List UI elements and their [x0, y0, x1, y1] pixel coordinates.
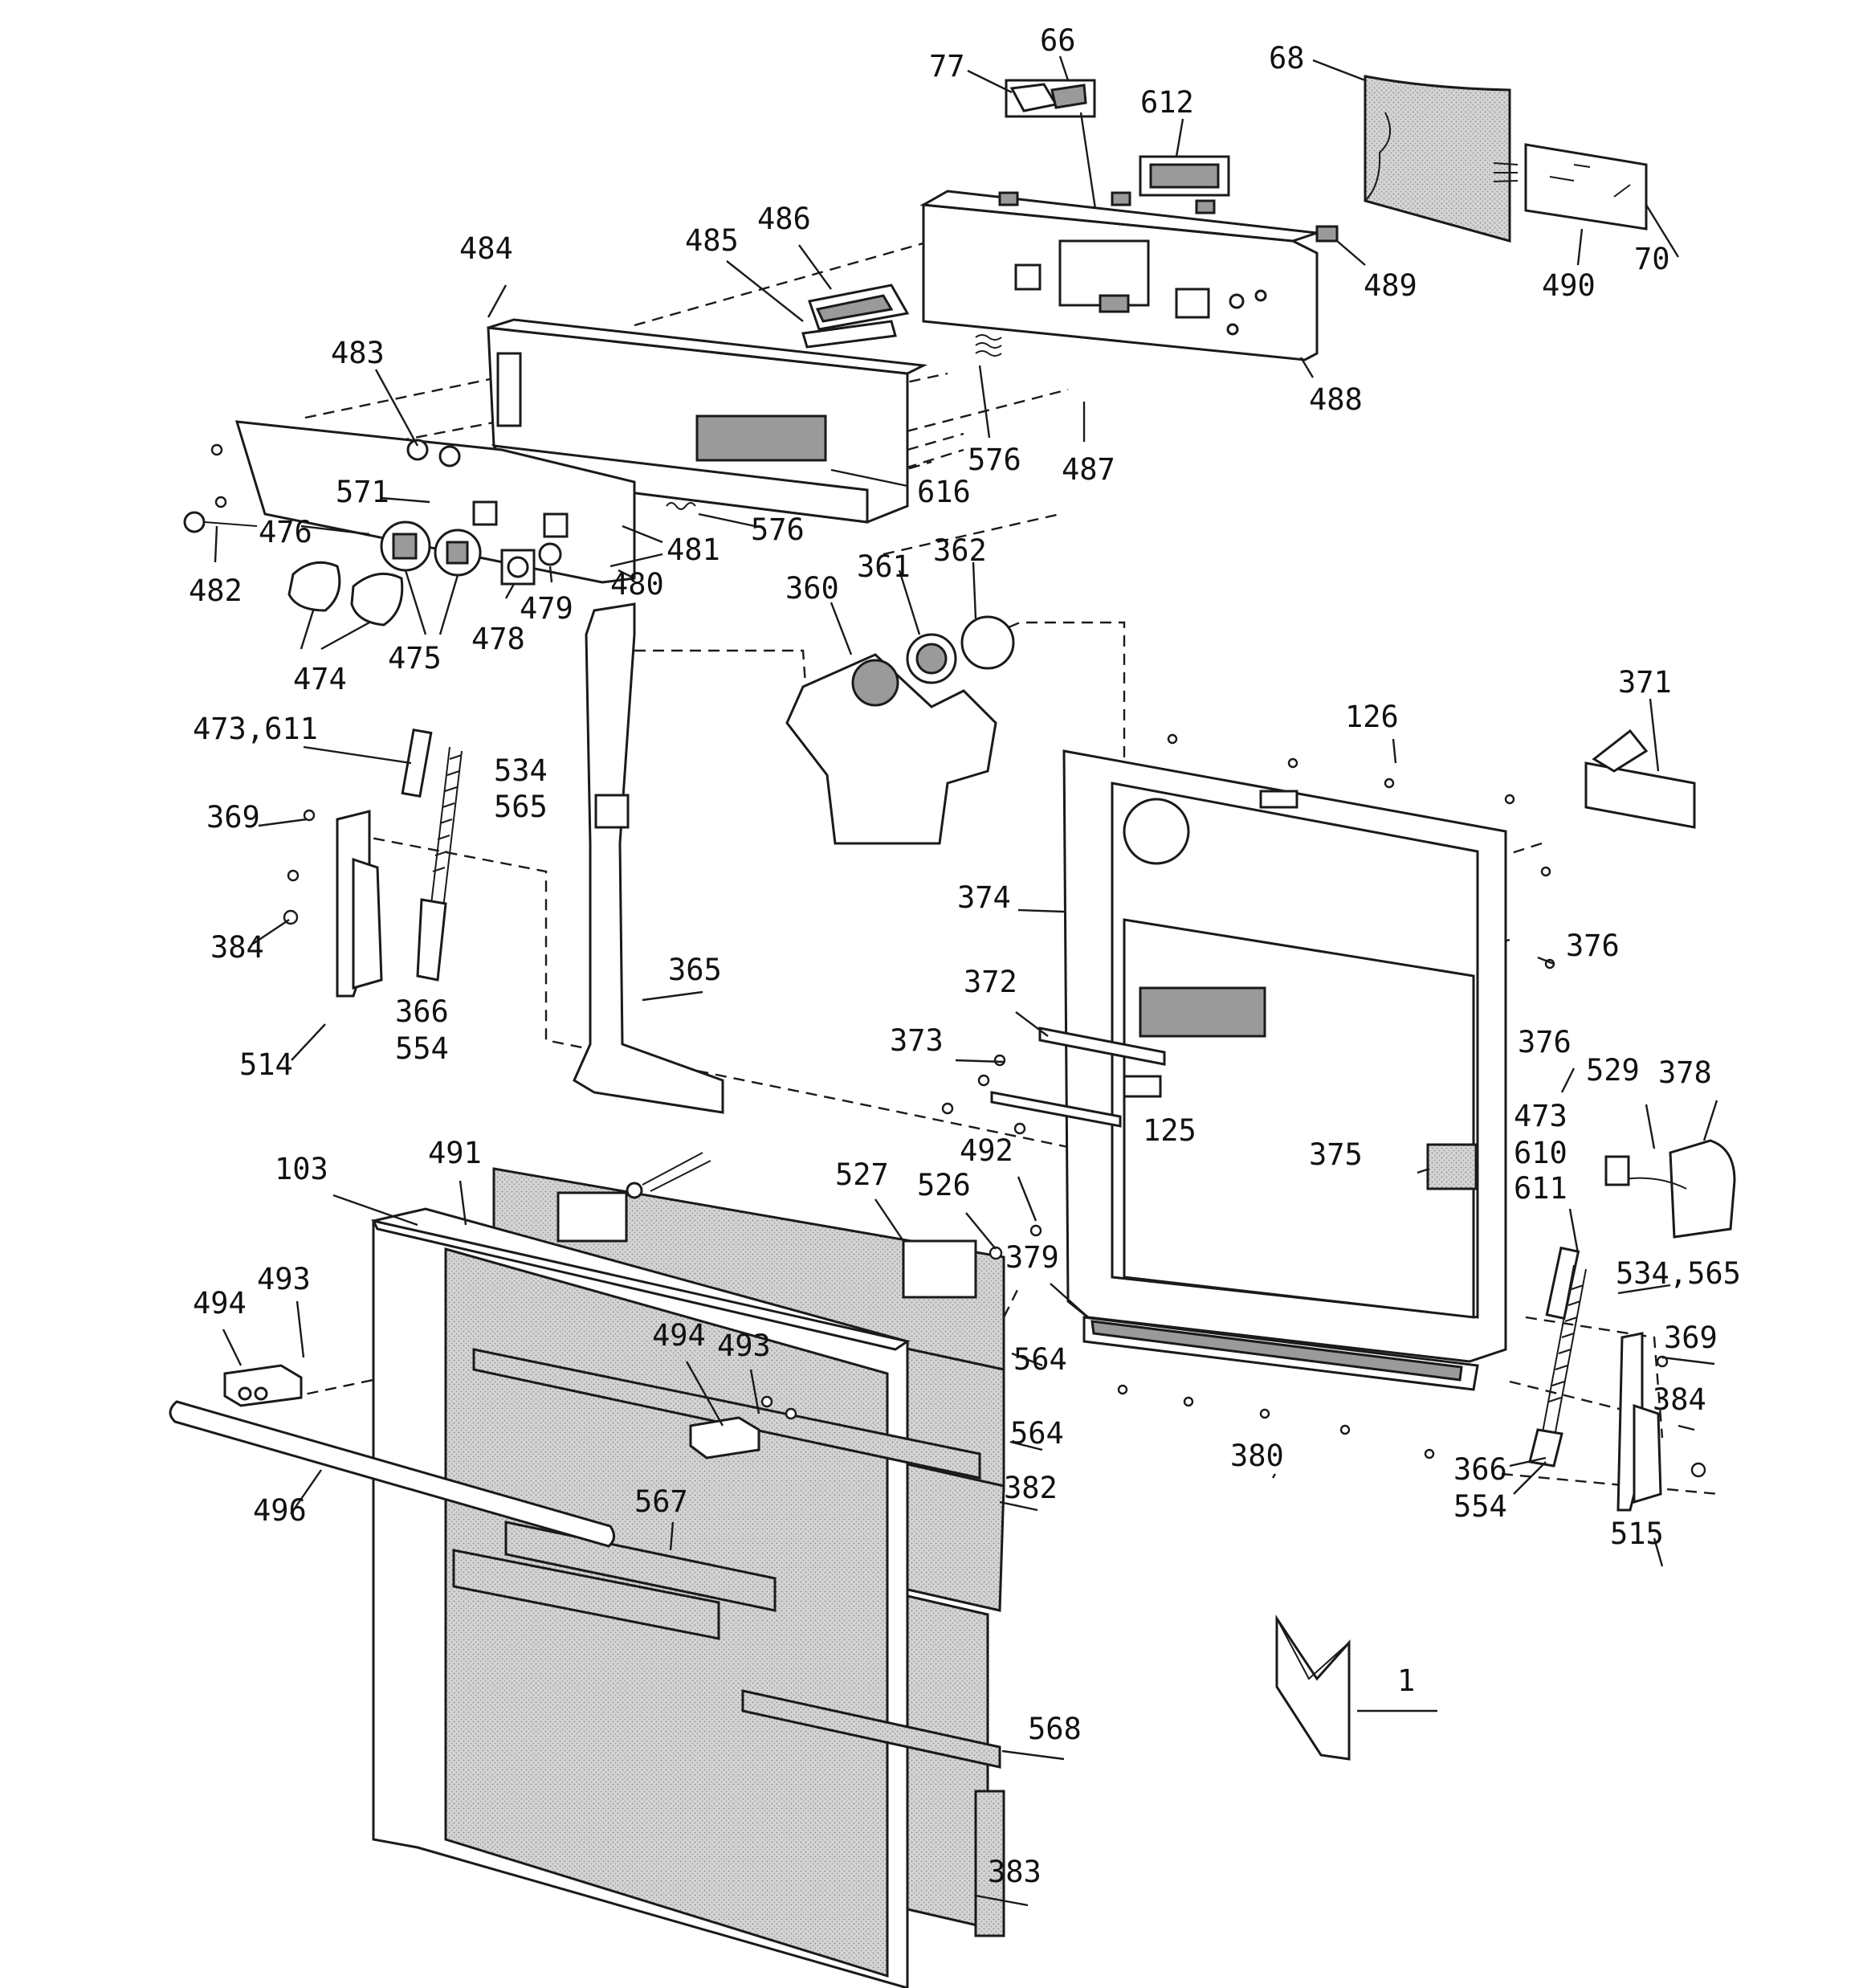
callout-492: 492: [960, 1133, 1013, 1168]
callout-371: 371: [1618, 665, 1672, 700]
callout-496: 496: [253, 1493, 307, 1528]
callout-382: 382: [1004, 1471, 1058, 1505]
callout-490: 490: [1542, 268, 1596, 303]
callout-611: 611: [1514, 1171, 1567, 1206]
callout-103: 103: [275, 1152, 328, 1186]
callout-564-lower: 564: [1010, 1416, 1064, 1451]
callout-488: 488: [1309, 382, 1363, 417]
callout-376-lower: 376: [1518, 1025, 1572, 1059]
outer-door-assembly: [169, 1152, 1005, 1988]
callout-384-right: 384: [1653, 1382, 1706, 1417]
callout-494-center: 494: [652, 1318, 706, 1353]
callout-534-565: 534,565: [1616, 1256, 1741, 1291]
callout-1: 1: [1397, 1663, 1415, 1698]
callout-571: 571: [336, 475, 389, 509]
callout-565-left: 565: [494, 790, 548, 824]
callout-372: 372: [964, 965, 1017, 999]
inner-door-panel: [990, 729, 1696, 1391]
callout-66: 66: [1040, 23, 1076, 58]
callout-473-611: 473,611: [193, 712, 318, 746]
vent-and-pump: [573, 602, 1015, 1114]
callout-484: 484: [459, 231, 513, 266]
callout-369-left: 369: [206, 800, 260, 835]
callout-567: 567: [634, 1484, 688, 1519]
callout-529: 529: [1586, 1053, 1640, 1088]
callout-365: 365: [668, 953, 722, 987]
callout-482: 482: [189, 574, 243, 608]
callout-554-left: 554: [395, 1031, 449, 1066]
callout-481: 481: [667, 533, 720, 567]
callout-491: 491: [428, 1136, 482, 1170]
control-housing-assembly: [919, 75, 1648, 361]
callout-478: 478: [471, 622, 525, 656]
callout-369-right: 369: [1664, 1321, 1718, 1355]
callout-494-left: 494: [193, 1286, 247, 1321]
callout-379: 379: [1005, 1240, 1059, 1275]
callout-487: 487: [1062, 452, 1115, 487]
callout-366-left: 366: [395, 994, 449, 1029]
hinge-assemblies: [336, 728, 1736, 1512]
callout-361: 361: [857, 549, 911, 584]
callout-125: 125: [1143, 1113, 1196, 1148]
callout-534-left: 534: [494, 753, 548, 788]
callout-70: 70: [1634, 242, 1670, 276]
callout-610: 610: [1514, 1136, 1567, 1170]
callout-360: 360: [785, 571, 839, 606]
callout-515: 515: [1610, 1517, 1664, 1551]
callout-373: 373: [890, 1023, 944, 1058]
callout-labels: 77 66 612 68 486 485 484 489 490 70 483 …: [189, 23, 1741, 1889]
callout-564-upper: 564: [1013, 1342, 1067, 1377]
callout-383: 383: [988, 1855, 1042, 1889]
callout-374: 374: [957, 880, 1011, 915]
callout-378: 378: [1658, 1055, 1712, 1090]
callout-384-left: 384: [210, 930, 264, 965]
callout-493-center: 493: [717, 1329, 771, 1363]
fasteners: [210, 443, 1706, 1478]
callout-480: 480: [610, 567, 664, 602]
callout-366-right: 366: [1453, 1452, 1507, 1487]
callout-483: 483: [331, 336, 385, 370]
callout-380: 380: [1230, 1439, 1284, 1473]
callout-514: 514: [239, 1047, 293, 1082]
callout-475: 475: [388, 641, 442, 676]
callout-77: 77: [929, 49, 965, 84]
callout-616: 616: [917, 475, 971, 509]
callout-554-right: 554: [1453, 1489, 1507, 1524]
callout-489: 489: [1364, 268, 1417, 303]
callout-527: 527: [835, 1157, 889, 1192]
callout-68: 68: [1269, 41, 1305, 76]
callout-375: 375: [1309, 1137, 1363, 1172]
callout-576-upper: 576: [968, 443, 1021, 477]
callout-612: 612: [1140, 85, 1194, 120]
callout-473: 473: [1514, 1099, 1567, 1133]
callout-526: 526: [917, 1168, 971, 1202]
console-assembly: [183, 284, 1002, 627]
callout-576-lower: 576: [751, 512, 805, 547]
leader-lines: [214, 55, 1718, 1907]
callout-126: 126: [1345, 700, 1399, 734]
callout-568: 568: [1028, 1712, 1082, 1746]
callout-376-upper: 376: [1566, 929, 1620, 963]
callout-486: 486: [757, 202, 811, 236]
callout-493-left: 493: [257, 1262, 311, 1296]
callout-362: 362: [933, 533, 987, 568]
literature-bag: [1275, 1614, 1351, 1761]
callout-476: 476: [259, 515, 312, 549]
callout-474: 474: [293, 662, 347, 696]
callout-485: 485: [685, 223, 739, 258]
callout-479: 479: [520, 591, 573, 626]
